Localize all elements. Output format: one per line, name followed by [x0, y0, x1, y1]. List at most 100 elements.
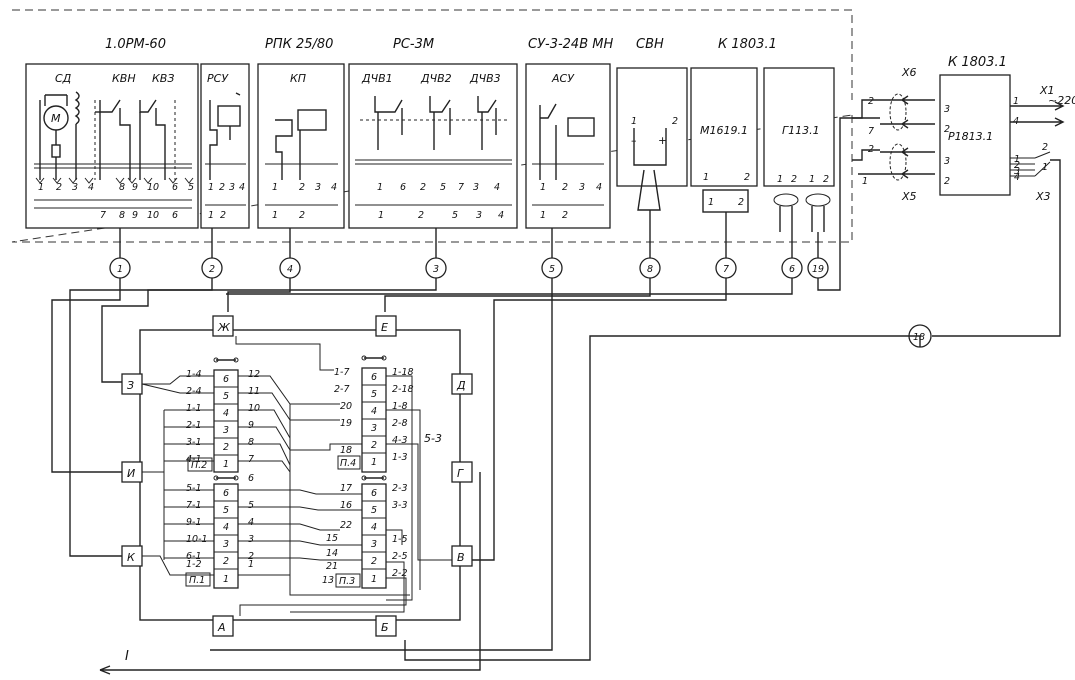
- svg-text:1: 1: [1042, 162, 1048, 173]
- svg-text:5: 5: [223, 505, 229, 516]
- svg-text:3: 3: [944, 156, 950, 167]
- svg-text:4: 4: [287, 264, 293, 275]
- svg-text:4-1: 4-1: [186, 454, 202, 465]
- label-x6: Х6: [901, 66, 917, 79]
- svg-text:2-8: 2-8: [392, 418, 408, 429]
- svg-text:1-4: 1-4: [186, 369, 202, 380]
- svg-text:2: 2: [220, 210, 226, 221]
- kvz-switch-icon: [139, 99, 166, 135]
- block-g113: [763, 67, 835, 187]
- svg-text:П.2: П.2: [191, 460, 207, 471]
- label-rsu: РСУ: [207, 72, 229, 85]
- label-r1813: Р1813.1: [948, 130, 993, 143]
- svg-text:22: 22: [340, 520, 352, 531]
- svg-text:7: 7: [100, 210, 106, 221]
- kvn-switch-icon: [99, 99, 131, 135]
- block-m1619: [690, 67, 758, 187]
- svg-text:2-2: 2-2: [392, 568, 408, 579]
- svg-text:И: И: [127, 467, 135, 480]
- label-x1: Х1: [1039, 84, 1055, 97]
- svg-text:2: 2: [223, 442, 229, 453]
- svg-text:5: 5: [452, 210, 458, 221]
- svg-text:2: 2: [944, 176, 950, 187]
- svg-text:2: 2: [209, 264, 215, 275]
- svg-text:2: 2: [299, 210, 305, 221]
- svg-text:18: 18: [340, 445, 352, 456]
- svg-text:18: 18: [913, 332, 925, 343]
- svg-text:1: 1: [117, 264, 123, 275]
- motor-label: М: [51, 112, 61, 125]
- svg-text:2: 2: [299, 182, 305, 193]
- svg-text:Г: Г: [457, 467, 464, 480]
- svg-text:2: 2: [672, 116, 678, 127]
- svg-text:5: 5: [371, 389, 377, 400]
- svg-text:13: 13: [322, 575, 334, 586]
- title-k1803-right: К 1803.1: [948, 55, 1007, 70]
- kp-relay-icon: [297, 109, 327, 131]
- svg-text:2: 2: [371, 556, 377, 567]
- svg-text:10: 10: [248, 403, 260, 414]
- title-rpk: РПК 25/80: [265, 37, 333, 52]
- svg-text:1: 1: [378, 210, 384, 221]
- svg-text:6: 6: [400, 182, 406, 193]
- svg-text:7: 7: [868, 126, 874, 137]
- junction-tabs: Ж Е З Д И Г К В А Б: [121, 315, 473, 637]
- label-sd: СД: [55, 72, 72, 85]
- svg-text:4: 4: [88, 182, 94, 193]
- svg-text:6: 6: [371, 372, 377, 383]
- svg-text:5-1: 5-1: [186, 483, 202, 494]
- label-53: 5-3: [424, 432, 442, 445]
- svg-text:8: 8: [119, 182, 125, 193]
- svg-text:6: 6: [223, 488, 229, 499]
- svg-text:10: 10: [147, 182, 159, 193]
- svg-text:1-5: 1-5: [392, 534, 408, 545]
- svg-text:2: 2: [562, 210, 568, 221]
- svg-text:2: 2: [248, 551, 254, 562]
- svg-text:10: 10: [147, 210, 159, 221]
- svg-text:2-3: 2-3: [392, 483, 408, 494]
- svg-text:5: 5: [371, 505, 377, 516]
- label-dchv1: ДЧВ1: [361, 72, 393, 85]
- svg-text:П.4: П.4: [340, 458, 356, 469]
- svg-text:10-1: 10-1: [186, 534, 208, 545]
- x1-output-icon: [1010, 101, 1065, 127]
- svg-text:4: 4: [223, 522, 229, 533]
- svg-text:1: 1: [208, 182, 214, 193]
- svg-text:17: 17: [340, 483, 352, 494]
- svg-text:2: 2: [420, 182, 426, 193]
- svg-text:П.3: П.3: [339, 576, 355, 587]
- svg-text:19: 19: [340, 418, 352, 429]
- svg-text:4: 4: [1014, 172, 1020, 183]
- svg-text:3: 3: [1014, 166, 1020, 177]
- svg-text:3: 3: [473, 182, 479, 193]
- svg-text:19: 19: [812, 264, 824, 275]
- rsu-relay-icon: [217, 105, 241, 127]
- block-orm: [25, 63, 199, 229]
- strip-p3: 6 5 4 3 2 1 П.3 17 16 22 15 14 21 13 2-3…: [322, 475, 408, 589]
- svg-text:12: 12: [248, 369, 260, 380]
- x5-connector-icon: [880, 147, 935, 179]
- svg-text:6: 6: [223, 374, 229, 385]
- svg-text:Е: Е: [381, 321, 388, 334]
- title-k1803: К 1803.1: [718, 37, 777, 52]
- svg-text:3-3: 3-3: [392, 500, 408, 511]
- svg-text:6: 6: [172, 210, 178, 221]
- block-kp: [257, 63, 345, 229]
- svg-text:3: 3: [315, 182, 321, 193]
- coil-icon: [74, 91, 80, 125]
- svg-text:6: 6: [789, 264, 795, 275]
- block-svn: [616, 67, 688, 187]
- svg-text:3: 3: [371, 423, 377, 434]
- svg-text:3: 3: [229, 182, 235, 193]
- svg-text:4-3: 4-3: [392, 435, 408, 446]
- svg-text:20: 20: [340, 401, 352, 412]
- svg-text:3: 3: [476, 210, 482, 221]
- dchv2-switch-icon: [429, 96, 451, 150]
- routing-wires: [51, 278, 921, 671]
- svg-text:3: 3: [579, 182, 585, 193]
- svg-text:3-1: 3-1: [186, 437, 202, 448]
- x6-connector-icon: [880, 95, 935, 129]
- block-asu: [525, 63, 611, 229]
